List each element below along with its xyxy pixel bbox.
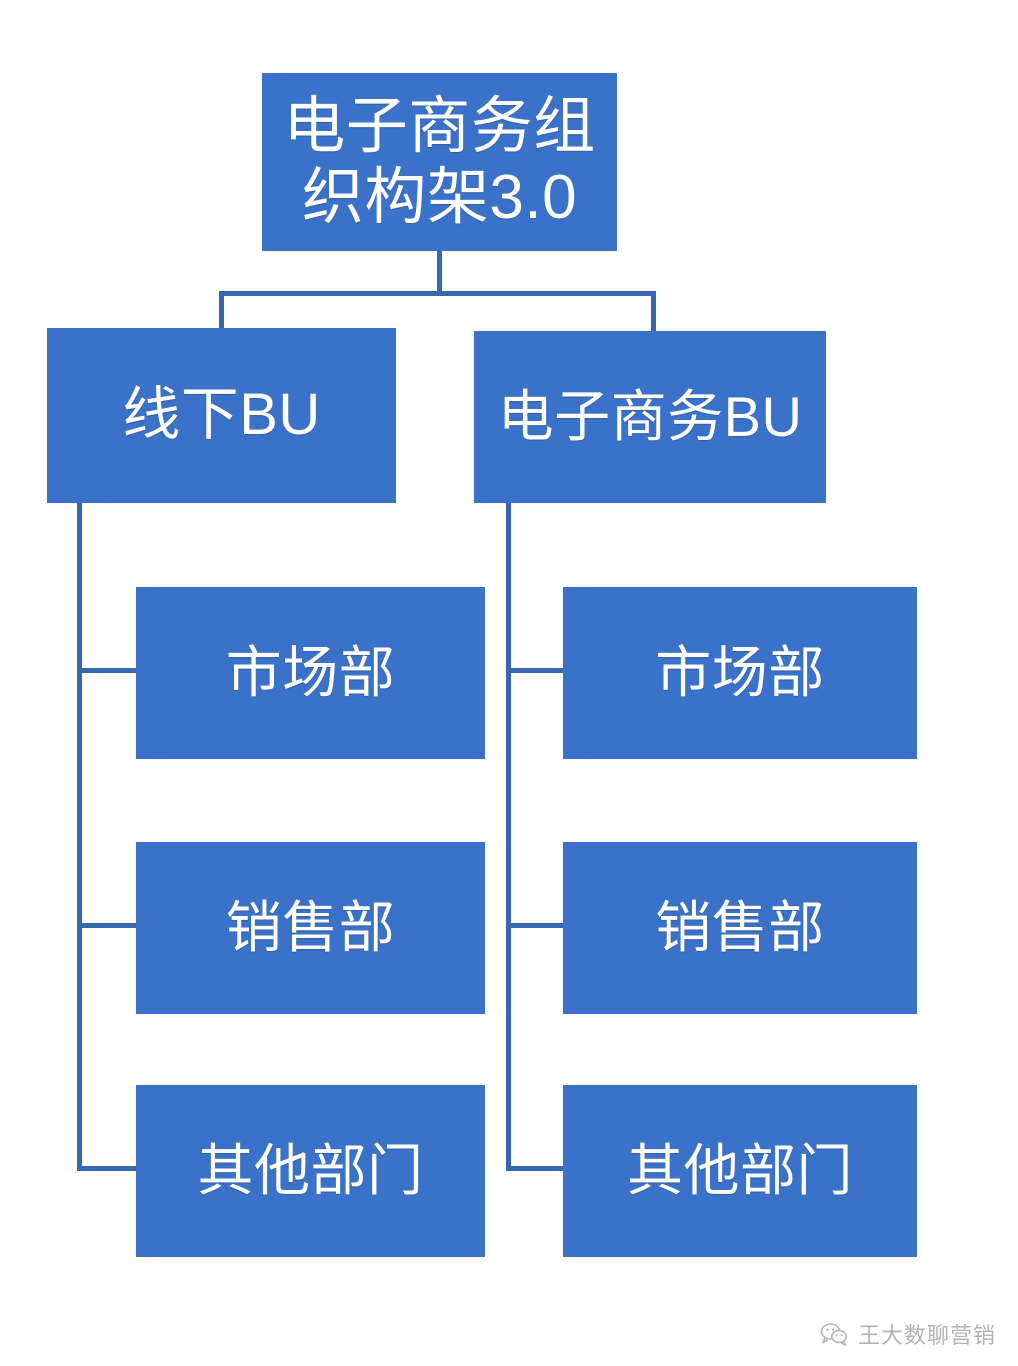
connector-stub-ecom-marketing <box>506 668 566 673</box>
connector-trunk-offline <box>77 503 82 1170</box>
watermark: 王大数聊营销 <box>820 1318 996 1350</box>
connector-root-stem <box>437 251 442 293</box>
connector-stub-offline-marketing <box>77 668 139 673</box>
connector-stub-offline-other <box>77 1166 139 1171</box>
node-ecom-other[interactable]: 其他部门 <box>563 1085 917 1257</box>
node-offline-bu[interactable]: 线下BU <box>47 328 396 503</box>
connector-root-bar <box>219 291 656 296</box>
wechat-icon <box>820 1322 848 1346</box>
connector-drop-offline-bu <box>219 291 224 331</box>
node-ecom-marketing[interactable]: 市场部 <box>563 587 917 759</box>
node-offline-other[interactable]: 其他部门 <box>136 1085 485 1257</box>
connector-stub-ecom-other <box>506 1166 566 1171</box>
connector-stub-offline-sales <box>77 923 139 928</box>
node-ecom-sales[interactable]: 销售部 <box>563 842 917 1014</box>
node-offline-sales[interactable]: 销售部 <box>136 842 485 1014</box>
connector-drop-ecommerce-bu <box>651 291 656 331</box>
node-offline-marketing[interactable]: 市场部 <box>136 587 485 759</box>
node-ecommerce-bu[interactable]: 电子商务BU <box>474 331 826 503</box>
node-root[interactable]: 电子商务组织构架3.0 <box>262 73 617 251</box>
watermark-text: 王大数聊营销 <box>857 1324 996 1349</box>
connector-stub-ecom-sales <box>506 923 566 928</box>
connector-trunk-ecommerce <box>506 503 511 1170</box>
